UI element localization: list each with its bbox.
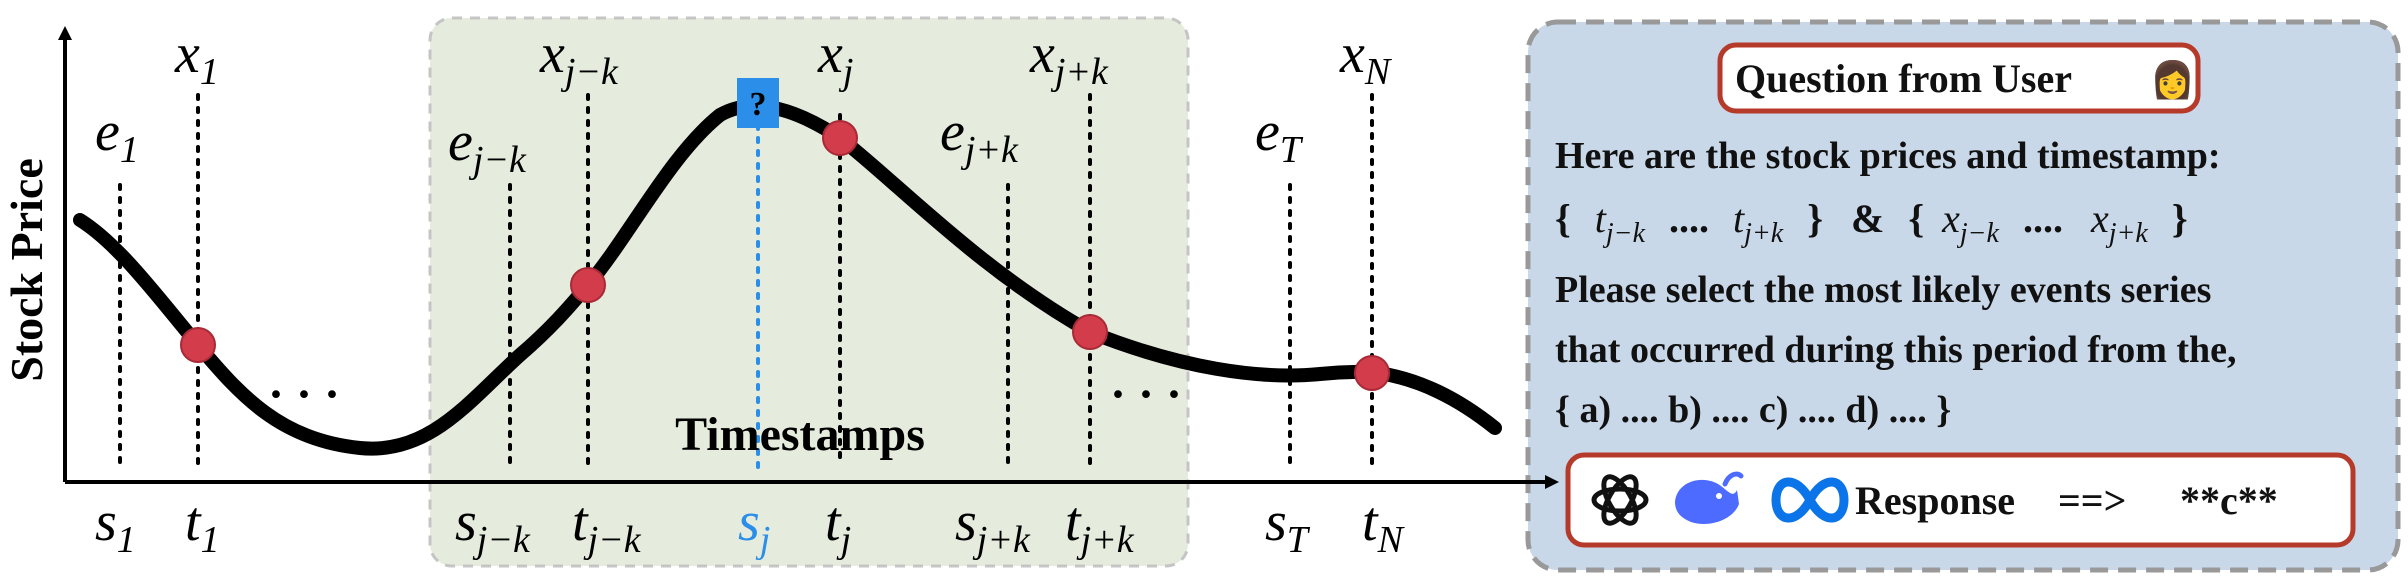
response-value: **c** [2180, 478, 2278, 523]
marker-x1 [180, 327, 216, 363]
deepseek-icon [1675, 471, 1744, 524]
question-header-text: Question from User [1735, 56, 2072, 101]
price-markers [180, 120, 1390, 391]
meta-icon [1771, 477, 1849, 523]
user-emoji-icon: 👩 [2150, 59, 2195, 101]
label-t1: t1 [185, 491, 220, 561]
question-line-4: that occurred during this period from th… [1555, 329, 2237, 371]
question-line-5: { a) .... b) .... c) .... d) .... } [1555, 389, 1951, 431]
unknown-marker-label: ? [750, 86, 767, 123]
openai-icon [1591, 474, 1649, 526]
label-sjpk: sj+k [955, 491, 1031, 561]
label-ejpk: ej+k [940, 101, 1019, 171]
time-window-highlight [428, 16, 1190, 568]
question-line-3: Please select the most likely events ser… [1555, 269, 2211, 311]
marker-xN [1354, 355, 1390, 391]
label-tj: tj [825, 491, 851, 561]
label-eT: eT [1255, 101, 1304, 171]
label-s1: s1 [95, 491, 136, 561]
label-tN: tN [1362, 491, 1406, 561]
stock-price-curve [73, 99, 1502, 456]
label-xjk: xj−k [539, 23, 619, 93]
x-axis-label: Timestamps [675, 408, 925, 461]
label-sj: sj [738, 491, 770, 561]
label-xN: xN [1339, 23, 1393, 93]
marker-xjpk [1072, 314, 1108, 350]
label-x1: x1 [174, 23, 219, 93]
label-xj: xj [817, 23, 853, 93]
marker-xjk [570, 267, 606, 303]
label-ejk: ej−k [448, 111, 527, 181]
ellipsis-left: · · · [268, 368, 340, 421]
label-tjk: tj−k [572, 491, 642, 561]
question-line-2: { tj−k .... tj+k } & { xj−k .... xj+k } [1555, 196, 2188, 251]
timestamp-labels: s1 t1 sj−k tj−k sj tj sj+k tj+k sT tN [95, 491, 1406, 561]
unknown-marker-box [737, 78, 779, 128]
ellipsis-right: · · · [1110, 368, 1182, 421]
label-tjpk: tj+k [1065, 491, 1135, 561]
label-sT: sT [1265, 491, 1311, 561]
response-box [1565, 452, 2356, 548]
label-xjpk: xj+k [1029, 23, 1109, 93]
question-panel [1525, 19, 2401, 573]
event-labels: e1 ej−k ej+k eT [95, 101, 1304, 181]
marker-xj [822, 120, 858, 156]
label-e1: e1 [95, 101, 139, 171]
response-arrow: ==> [2058, 478, 2126, 523]
response-label: Response [1855, 478, 2015, 523]
price-labels: x1 xj−k xj xj+k xN [174, 23, 1393, 93]
label-sjk: sj−k [455, 491, 531, 561]
question-line-1: Here are the stock prices and timestamp: [1555, 135, 2221, 177]
y-axis-label: Stock Price [1, 158, 52, 382]
question-header-box [1717, 42, 2201, 114]
